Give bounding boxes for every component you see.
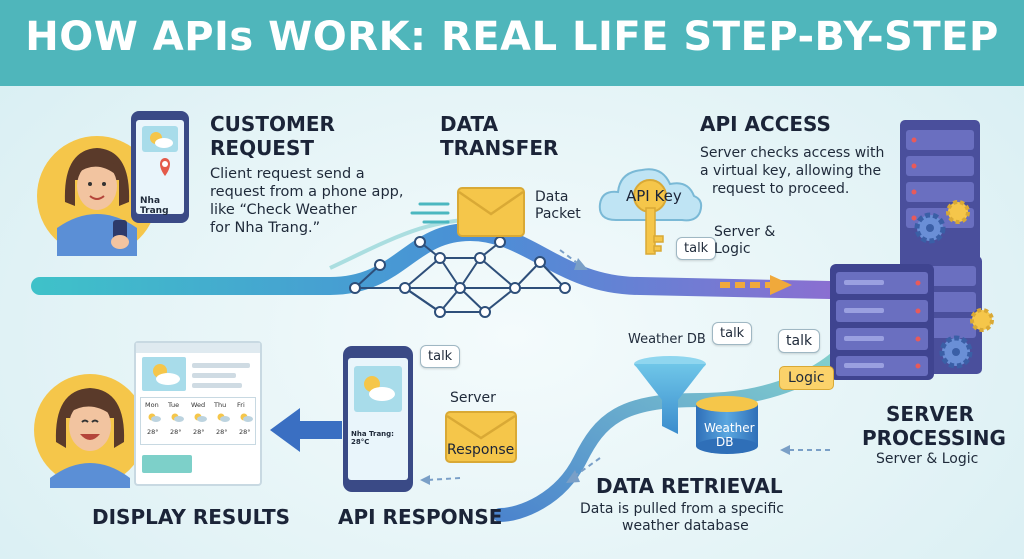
- flow-arrow-heads: [420, 258, 790, 485]
- display-weather-icon: [142, 357, 186, 391]
- customer-request-line-2: request from a phone app,: [210, 184, 404, 200]
- server-racks-icon: [830, 120, 994, 380]
- cylinder-label-1: Weather: [704, 421, 755, 435]
- logic-tag: Logic: [779, 366, 834, 390]
- response-phone-text: Nha Trang: 28°C: [351, 430, 394, 446]
- display-footer-block: [142, 455, 192, 473]
- forecast-temp-thu: 28°: [216, 428, 228, 436]
- api-access-heading: API ACCESS: [700, 112, 831, 136]
- forecast-day-fri: Fri: [237, 401, 245, 409]
- response-phone: Nha Trang: 28°C: [343, 346, 413, 492]
- data-retrieval-heading: DATA RETRIEVAL: [596, 474, 783, 498]
- data-retrieval-line-2: weather database: [622, 518, 749, 534]
- response-server-label: Server: [450, 390, 496, 406]
- response-envelope-label: Response: [447, 442, 515, 458]
- forecast-day-thu: Thu: [214, 401, 227, 409]
- title-banner: HOW APIs WORK: REAL LIFE STEP-BY-STEP: [0, 0, 1024, 86]
- data-retrieval-line-1: Data is pulled from a specific: [580, 501, 784, 517]
- network-nodes: [349, 236, 571, 318]
- data-transfer-heading-2: TRANSFER: [440, 136, 559, 160]
- weather-icon: [142, 126, 178, 176]
- forecast-strip: Mon Tue Wed Thu Fri 28° 28° 28° 28° 28°: [140, 397, 256, 445]
- customer-request-line-1: Client request send a: [210, 166, 365, 182]
- response-weather-icon: [354, 366, 402, 412]
- customer-request-line-4: for Nha Trang.”: [210, 220, 321, 236]
- server-processing-heading-2: PROCESSING: [862, 426, 1006, 450]
- customer-request-heading-2: REQUEST: [210, 136, 315, 160]
- data-transfer-heading-1: DATA: [440, 112, 499, 136]
- user-avatar: [34, 374, 146, 488]
- data-packet-label-1: Data: [535, 189, 569, 205]
- cloud-key-icon: [598, 168, 703, 255]
- customer-avatar: [37, 136, 157, 256]
- customer-request-line-3: like “Check Weather: [210, 202, 357, 218]
- response-envelope-icon: [445, 411, 517, 463]
- data-packet-envelope-icon: [457, 187, 525, 237]
- display-arrow: [270, 408, 342, 452]
- request-phone: Nha Trang: [131, 111, 189, 223]
- server-logic-label-2: Logic: [714, 241, 751, 257]
- api-key-label: API Key: [626, 187, 682, 205]
- forecast-temp-mon: 28°: [147, 428, 159, 436]
- database-cylinder-icon: [696, 396, 758, 454]
- api-access-line-2: a virtual key, allowing the: [700, 163, 882, 179]
- forecast-temp-tue: 28°: [170, 428, 182, 436]
- forecast-temp-fri: 28°: [239, 428, 251, 436]
- orange-arrow: [720, 275, 792, 295]
- customer-request-heading-1: CUSTOMER: [210, 112, 335, 136]
- forecast-day-tue: Tue: [168, 401, 180, 409]
- forecast-day-mon: Mon: [145, 401, 159, 409]
- forecast-icons: [148, 413, 253, 422]
- speed-lines: [410, 202, 450, 224]
- api-access-line-3: request to proceed.: [712, 181, 850, 197]
- server-processing-heading-1: SERVER: [886, 402, 975, 426]
- phone-location-label: Nha Trang: [140, 196, 169, 216]
- server-processing-sub: Server & Logic: [876, 451, 979, 467]
- forecast-temp-wed: 28°: [193, 428, 205, 436]
- display-results-heading: DISPLAY RESULTS: [92, 505, 291, 529]
- api-response-talk-bubble: talk: [420, 345, 461, 368]
- cylinder-label-2: DB: [716, 435, 734, 449]
- data-packet-label-2: Packet: [535, 206, 581, 222]
- api-access-talk-bubble: talk: [676, 237, 717, 260]
- page-title: HOW APIs WORK: REAL LIFE STEP-BY-STEP: [25, 14, 999, 60]
- api-response-heading: API RESPONSE: [338, 505, 503, 529]
- display-window: Mon Tue Wed Thu Fri 28° 28° 28° 28° 28°: [134, 341, 262, 486]
- server-logic-label-1: Server &: [714, 224, 776, 240]
- server-talk-bubble: talk: [778, 329, 821, 353]
- api-access-line-1: Server checks access with: [700, 145, 885, 161]
- weather-db-label: Weather DB: [628, 332, 706, 347]
- funnel-icon: [634, 356, 706, 434]
- forecast-day-wed: Wed: [191, 401, 206, 409]
- data-retrieval-talk-bubble: talk: [712, 322, 753, 345]
